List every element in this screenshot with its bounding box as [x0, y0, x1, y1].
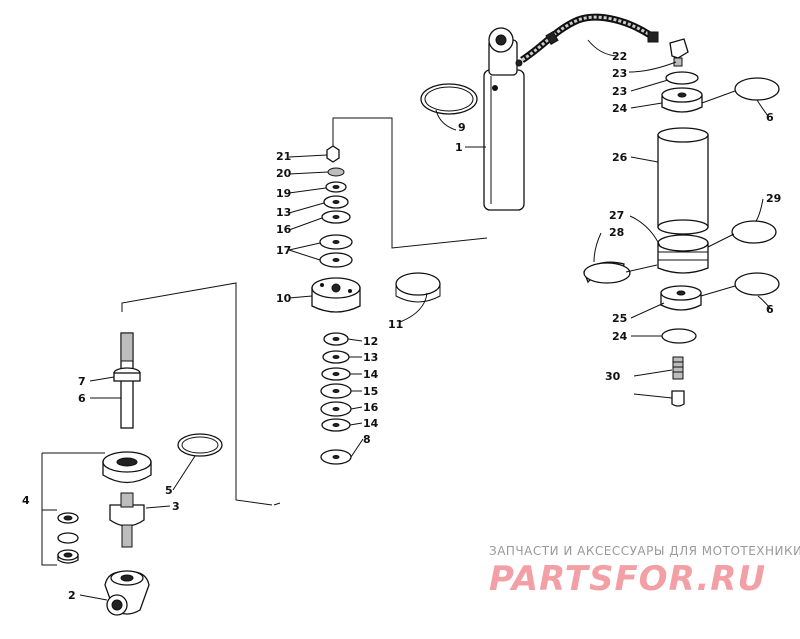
- callout-27: 28: [609, 226, 624, 239]
- callout-18: 19: [276, 187, 291, 200]
- callout-6-lower-right: 6: [766, 303, 774, 316]
- callout-25: 26: [612, 151, 628, 164]
- callout-20: 21: [276, 150, 291, 163]
- callout-6-left: 5: [165, 484, 173, 497]
- callout-24-lower: 25: [612, 312, 627, 325]
- callout-2: 9: [458, 121, 466, 134]
- callout-9: 8: [363, 433, 371, 446]
- callout-11: 11: [388, 318, 403, 331]
- callout-3: 2: [68, 589, 76, 602]
- callout-29: 30: [605, 370, 621, 383]
- callout-7: 6: [78, 392, 86, 405]
- callout-12: 12: [363, 335, 378, 348]
- leader-lines: [79, 39, 771, 601]
- shock-hose: [520, 13, 659, 63]
- elbow-fitting: [669, 38, 689, 67]
- callout-26: 27: [609, 209, 624, 222]
- shock-body: [483, 27, 525, 211]
- callout-15: 15: [363, 385, 378, 398]
- callout-22: 23: [612, 67, 627, 80]
- callout-5: 4: [22, 494, 30, 507]
- callout-21: 22: [612, 50, 627, 63]
- watermark: ЗАПЧАСТИ И АКСЕССУАРЫ ДЛЯ МОТОТЕХНИКИ PA…: [489, 544, 800, 599]
- callout-23-upper: 23: [612, 85, 627, 98]
- callout-10: 10: [276, 292, 292, 305]
- valve-stack: [311, 145, 441, 465]
- watermark-tagline: ЗАПЧАСТИ И АКСЕССУАРЫ ДЛЯ МОТОТЕХНИКИ: [489, 544, 800, 558]
- reservoir-assembly: [583, 71, 780, 407]
- shaft-assembly: [57, 332, 223, 616]
- callout-14-upper: 14: [363, 368, 379, 381]
- callout-numbers: 9 1 21 20 19 13 16 17 10 11 12 13 14 15 …: [22, 50, 781, 602]
- callout-14-lower: 14: [363, 417, 379, 430]
- callout-16-lower: 16: [363, 401, 379, 414]
- callout-13-upper: 13: [276, 206, 291, 219]
- assembly-connector-lines: [41, 117, 488, 566]
- callout-28: 29: [766, 192, 781, 205]
- callout-24-upper: 24: [612, 102, 628, 115]
- callout-4: 3: [172, 500, 180, 513]
- callout-8: 7: [78, 375, 86, 388]
- callout-23-lower: 24: [612, 330, 628, 343]
- callout-6-upper-right: 6: [766, 111, 774, 124]
- callout-19: 20: [276, 167, 292, 180]
- callout-1: 1: [455, 141, 463, 154]
- snap-ring-2: [420, 83, 478, 115]
- callout-17: 17: [276, 244, 291, 257]
- callout-16-upper: 16: [276, 223, 292, 236]
- watermark-brand: PARTSFOR.RU: [489, 559, 766, 599]
- callout-13-lower: 13: [363, 351, 378, 364]
